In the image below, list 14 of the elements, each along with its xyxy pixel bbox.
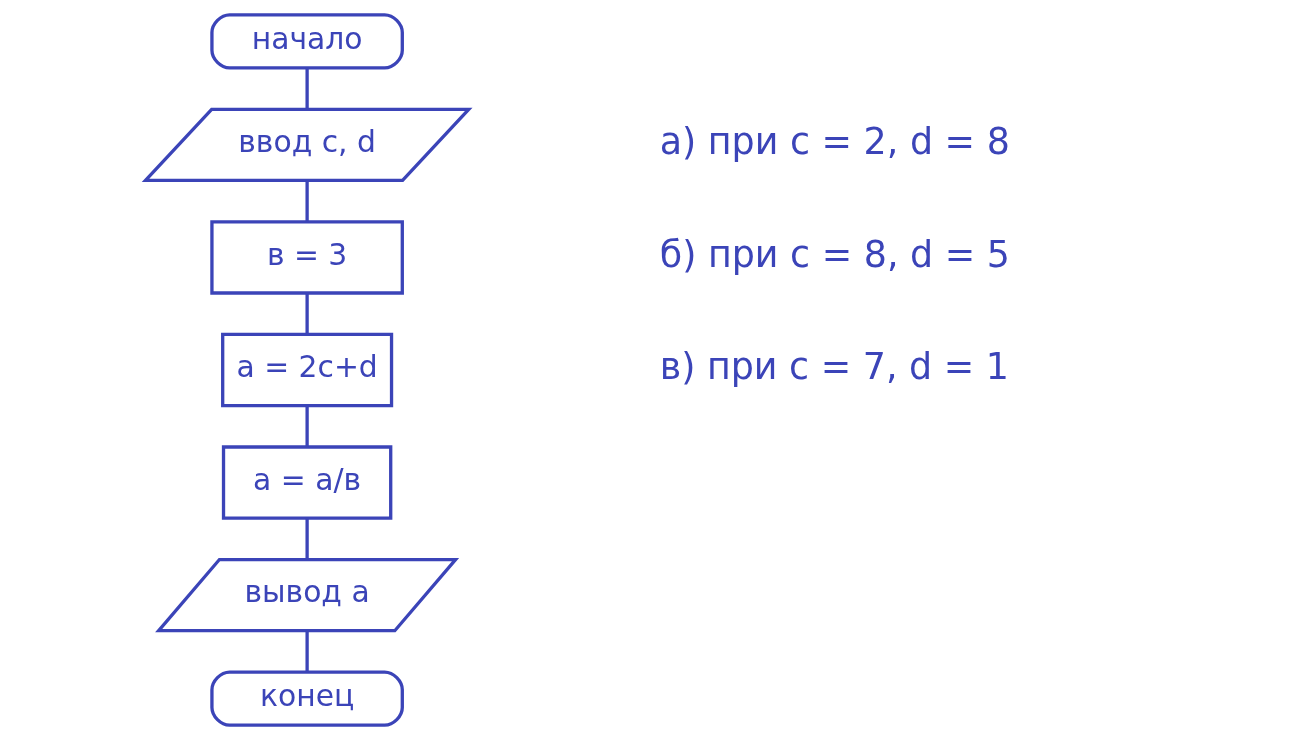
label: а) при c = 2, d = 8 — [659, 120, 1010, 164]
node-box: в = 3 — [210, 220, 404, 295]
connector — [305, 631, 309, 672]
connector — [305, 518, 309, 560]
label: в) при c = 7, d = 1 — [659, 345, 1009, 389]
connector — [305, 405, 309, 447]
label: б) при c = 8, d = 5 — [659, 232, 1010, 276]
connector — [305, 68, 309, 109]
connector — [305, 180, 309, 222]
node-box: конец — [210, 670, 404, 727]
connector — [305, 293, 309, 334]
node-box: начало — [210, 13, 404, 70]
node-box: a = 2c+d — [221, 332, 394, 408]
node-box: a = a/в — [221, 445, 393, 520]
